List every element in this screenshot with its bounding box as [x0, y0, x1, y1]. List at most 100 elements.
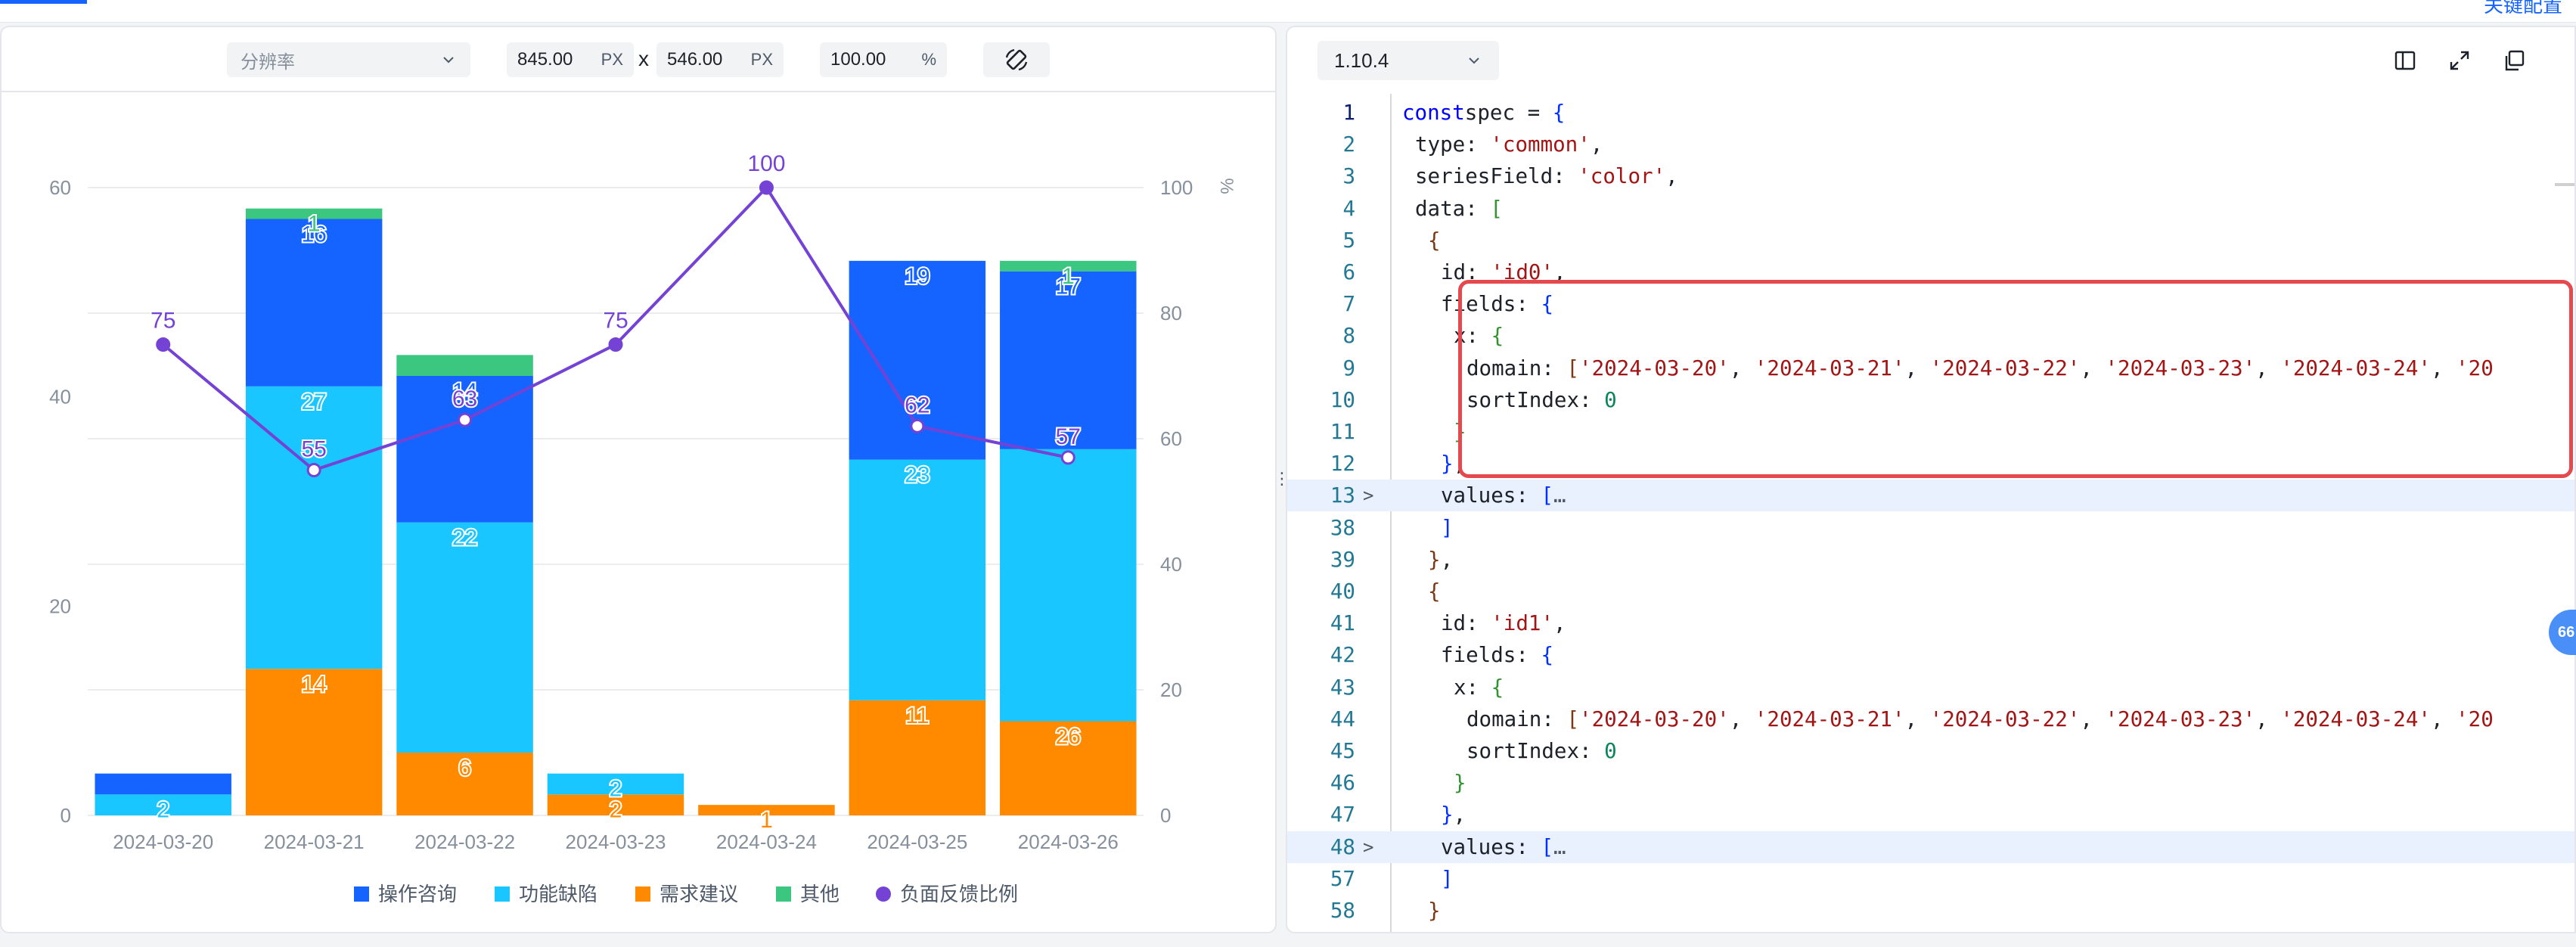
resolution-select[interactable]: 分辨率: [227, 42, 470, 77]
line-point: [306, 463, 321, 477]
code-line[interactable]: 48>values: […: [1287, 831, 2574, 863]
bar-segment: [849, 459, 986, 700]
key-config-link[interactable]: 关键配置: [2483, 0, 2562, 17]
code-token: [: [1541, 483, 1554, 508]
code-token: '2024-03-20': [1579, 356, 1730, 380]
fold-chevron-icon[interactable]: >: [1363, 485, 1374, 507]
code-token: 'id1': [1491, 611, 1554, 636]
line-data-label: 75: [603, 309, 628, 334]
bar-data-label: 11: [905, 703, 929, 728]
line-number: 58: [1330, 899, 1355, 923]
code-token: ,: [1453, 452, 1466, 477]
bar-data-label: 19: [905, 264, 930, 289]
code-line[interactable]: 46}: [1287, 767, 2574, 799]
y-right-tick-label: 0: [1160, 804, 1171, 827]
code-line[interactable]: 11}: [1287, 416, 2574, 448]
code-token: values:: [1441, 483, 1541, 508]
line-number: 4: [1342, 196, 1355, 221]
copy-icon[interactable]: [2499, 45, 2529, 76]
fold-chevron-icon[interactable]: >: [1363, 836, 1374, 858]
line-number: 42: [1330, 643, 1355, 668]
line-number: 57: [1330, 866, 1355, 891]
code-text: domain: ['2024-03-20', '2024-03-21', '20…: [1466, 352, 2494, 384]
chevron-down-icon: [443, 57, 454, 64]
top-bar: 关键配置: [0, 0, 2576, 23]
height-input[interactable]: 546.00 PX: [656, 42, 784, 77]
code-token: [: [1566, 356, 1580, 380]
bar-data-label: 27: [301, 390, 326, 415]
chevron-down-icon: [1469, 57, 1479, 64]
width-input[interactable]: 845.00 PX: [507, 42, 634, 77]
split-view-icon[interactable]: [2390, 45, 2420, 76]
editor-scrollbar[interactable]: [2555, 183, 2574, 186]
code-line[interactable]: 6 id: 'id0',: [1287, 256, 2574, 288]
rotate-icon: [1005, 48, 1028, 71]
code-token: ,: [1665, 164, 1678, 189]
floating-badge[interactable]: 66: [2549, 610, 2576, 655]
code-text: constspec = {: [1402, 97, 1565, 129]
line-number: 5: [1342, 228, 1355, 253]
code-line[interactable]: 58}: [1287, 895, 2574, 927]
line-number: 38: [1330, 515, 1355, 540]
code-token: '2024-03-20': [1579, 706, 1730, 731]
y-right-tick-label: 100: [1160, 176, 1193, 199]
x-tick-label: 2024-03-22: [414, 831, 515, 853]
code-text: x: {: [1454, 672, 1504, 703]
bar-data-label: 26: [1056, 725, 1081, 750]
code-line[interactable]: 40{: [1287, 576, 2574, 607]
version-select[interactable]: 1.10.4: [1317, 41, 1499, 80]
code-text: x: {: [1454, 320, 1504, 352]
code-token: 'color': [1578, 164, 1666, 189]
code-line[interactable]: 47},: [1287, 799, 2574, 831]
code-token: {: [1428, 579, 1441, 604]
bar-data-label: 2: [610, 797, 622, 822]
rotate-button[interactable]: [983, 42, 1050, 77]
legend-marker: [776, 886, 791, 902]
code-line[interactable]: 39},: [1287, 544, 2574, 576]
line-number: 6: [1342, 260, 1355, 284]
line-number: 44: [1330, 706, 1355, 731]
code-line[interactable]: 9 domain: ['2024-03-20', '2024-03-21', '2…: [1287, 352, 2574, 384]
code-text: id: 'id0',: [1441, 256, 1566, 288]
bar-segment: [396, 522, 533, 753]
code-line[interactable]: 13>values: […: [1287, 480, 2574, 512]
y-right-tick-label: 80: [1160, 302, 1182, 324]
code-line[interactable]: 5{: [1287, 225, 2574, 256]
code-line[interactable]: 38]: [1287, 512, 2574, 544]
code-token: ,: [1553, 611, 1566, 636]
code-token: sortIndex:: [1466, 739, 1605, 763]
code-token: '20: [2456, 706, 2494, 731]
code-token: '2024-03-23': [2105, 706, 2256, 731]
zoom-input[interactable]: 100.00 %: [820, 42, 947, 77]
bar-segment: [849, 700, 986, 815]
code-token: ,: [2080, 356, 2106, 380]
code-token: fields:: [1441, 643, 1541, 668]
legend-label: 功能缺陷: [519, 883, 597, 906]
line-number: 9: [1342, 356, 1355, 380]
code-line[interactable]: 12},: [1287, 448, 2574, 480]
bar-data-label: 1: [760, 808, 773, 833]
fullscreen-icon[interactable]: [2444, 45, 2475, 76]
line-point: [156, 337, 171, 352]
code-line[interactable]: 57]: [1287, 863, 2574, 895]
preview-toolbar: 分辨率 845.00 PX x 546.00 PX 100.00 %: [2, 27, 1275, 92]
line-number: 47: [1330, 803, 1355, 827]
code-text: }: [1454, 416, 1466, 448]
line-number: 11: [1330, 420, 1355, 444]
legend-label: 操作咨询: [378, 883, 457, 906]
